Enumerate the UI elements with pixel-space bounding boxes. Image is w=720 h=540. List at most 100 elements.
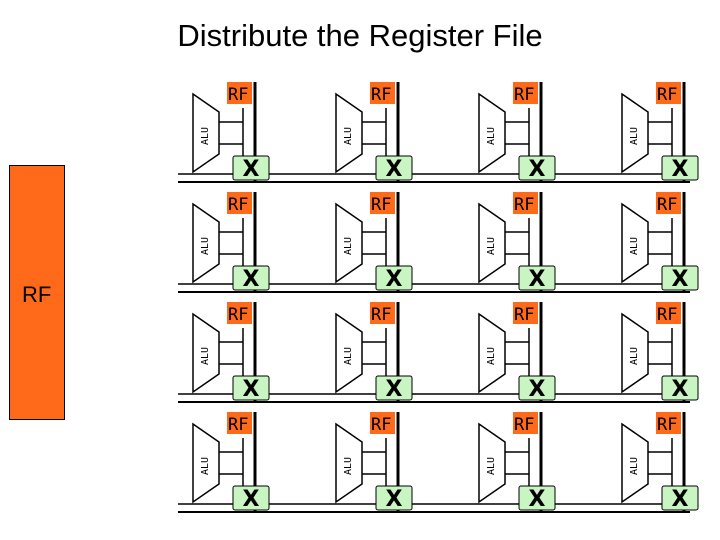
switch-box bbox=[661, 375, 699, 401]
rf-label: RF bbox=[514, 305, 534, 325]
switch-label: X bbox=[243, 267, 260, 292]
rf-block bbox=[227, 302, 252, 324]
switch-label: X bbox=[672, 487, 689, 512]
switch-label: X bbox=[529, 157, 546, 182]
alu-block bbox=[335, 312, 363, 394]
rf-label: RF bbox=[371, 85, 391, 105]
central-register-file-label: RF bbox=[22, 282, 52, 307]
switch-box bbox=[661, 265, 699, 291]
rf-label: RF bbox=[657, 305, 677, 325]
rf-label: RF bbox=[228, 195, 248, 215]
switch-box bbox=[232, 265, 270, 291]
alu-label: ALU bbox=[343, 457, 354, 475]
rf-block bbox=[513, 82, 538, 104]
switch-box bbox=[375, 375, 413, 401]
rf-label: RF bbox=[228, 415, 248, 435]
alu-label: ALU bbox=[486, 127, 497, 145]
alu-label: ALU bbox=[200, 347, 211, 365]
slide-title: Distribute the Register File bbox=[177, 18, 543, 53]
switch-label: X bbox=[672, 267, 689, 292]
rf-block bbox=[370, 192, 395, 214]
switch-box bbox=[232, 155, 270, 181]
alu-label: ALU bbox=[629, 127, 640, 145]
switch-box bbox=[232, 375, 270, 401]
alu-block bbox=[192, 92, 220, 174]
alu-block bbox=[192, 312, 220, 394]
rf-block bbox=[513, 412, 538, 434]
alu-block bbox=[335, 422, 363, 504]
switch-label: X bbox=[386, 267, 403, 292]
rf-block bbox=[227, 192, 252, 214]
central-register-file bbox=[9, 165, 65, 420]
rf-label: RF bbox=[514, 195, 534, 215]
switch-label: X bbox=[529, 487, 546, 512]
alu-block bbox=[621, 312, 649, 394]
rf-block bbox=[370, 302, 395, 324]
switch-box bbox=[661, 155, 699, 181]
rf-label: RF bbox=[657, 85, 677, 105]
alu-block bbox=[478, 202, 506, 284]
alu-label: ALU bbox=[343, 347, 354, 365]
rf-label: RF bbox=[657, 195, 677, 215]
rf-label: RF bbox=[514, 415, 534, 435]
alu-block bbox=[478, 92, 506, 174]
alu-label: ALU bbox=[200, 237, 211, 255]
switch-box bbox=[375, 265, 413, 291]
rf-label: RF bbox=[228, 85, 248, 105]
switch-label: X bbox=[672, 157, 689, 182]
rf-block bbox=[656, 82, 681, 104]
alu-label: ALU bbox=[200, 457, 211, 475]
switch-label: X bbox=[386, 157, 403, 182]
alu-block bbox=[478, 422, 506, 504]
rf-block bbox=[656, 192, 681, 214]
switch-label: X bbox=[386, 487, 403, 512]
rf-block bbox=[227, 412, 252, 434]
switch-box bbox=[518, 155, 556, 181]
switch-label: X bbox=[243, 157, 260, 182]
rf-label: RF bbox=[228, 305, 248, 325]
rf-block bbox=[227, 82, 252, 104]
rf-label: RF bbox=[371, 305, 391, 325]
rf-label: RF bbox=[514, 85, 534, 105]
switch-label: X bbox=[243, 487, 260, 512]
switch-label: X bbox=[386, 377, 403, 402]
rf-label: RF bbox=[371, 415, 391, 435]
alu-label: ALU bbox=[629, 457, 640, 475]
alu-label: ALU bbox=[629, 347, 640, 365]
switch-box bbox=[375, 485, 413, 511]
alu-label: ALU bbox=[486, 237, 497, 255]
alu-label: ALU bbox=[629, 237, 640, 255]
rf-block bbox=[370, 412, 395, 434]
alu-block bbox=[335, 202, 363, 284]
switch-box bbox=[375, 155, 413, 181]
alu-block bbox=[478, 312, 506, 394]
alu-block bbox=[621, 202, 649, 284]
switch-box bbox=[518, 485, 556, 511]
rf-block bbox=[513, 302, 538, 324]
switch-box bbox=[232, 485, 270, 511]
alu-block bbox=[335, 92, 363, 174]
alu-label: ALU bbox=[343, 127, 354, 145]
rf-block bbox=[656, 412, 681, 434]
alu-label: ALU bbox=[486, 347, 497, 365]
alu-label: ALU bbox=[343, 237, 354, 255]
rf-block bbox=[656, 302, 681, 324]
rf-block bbox=[513, 192, 538, 214]
switch-box bbox=[661, 485, 699, 511]
rf-block bbox=[370, 82, 395, 104]
switch-label: X bbox=[529, 267, 546, 292]
switch-label: X bbox=[243, 377, 260, 402]
switch-label: X bbox=[672, 377, 689, 402]
alu-label: ALU bbox=[486, 457, 497, 475]
rf-label: RF bbox=[371, 195, 391, 215]
alu-block bbox=[621, 92, 649, 174]
rf-label: RF bbox=[657, 415, 677, 435]
alu-block bbox=[192, 202, 220, 284]
switch-box bbox=[518, 375, 556, 401]
alu-block bbox=[192, 422, 220, 504]
switch-box bbox=[518, 265, 556, 291]
alu-block bbox=[621, 422, 649, 504]
switch-label: X bbox=[529, 377, 546, 402]
